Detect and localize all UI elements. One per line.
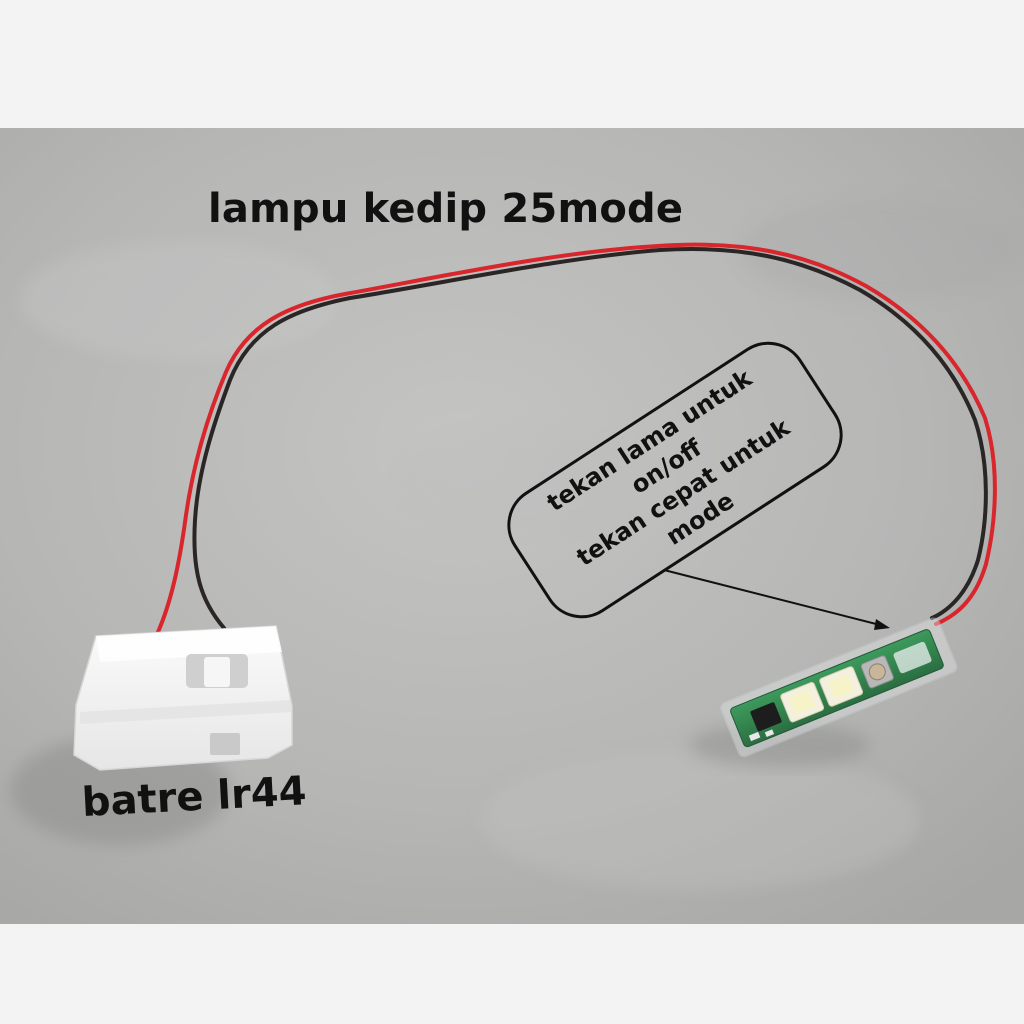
arrow-head <box>874 619 890 630</box>
bottom-background-band <box>0 924 1024 1024</box>
wires <box>156 242 997 634</box>
circuit-board-shadow <box>690 723 870 767</box>
battery-holder <box>73 625 293 771</box>
red-wire <box>156 242 997 634</box>
product-title-label: lampu kedip 25mode <box>208 186 684 232</box>
black-wire <box>192 246 988 630</box>
led-circuit-board <box>720 617 958 758</box>
callout-frame <box>507 341 843 619</box>
top-background-band <box>0 0 1024 128</box>
instruction-callout <box>507 341 843 619</box>
surface-texture <box>20 200 1020 890</box>
callout-arrow <box>663 569 885 627</box>
